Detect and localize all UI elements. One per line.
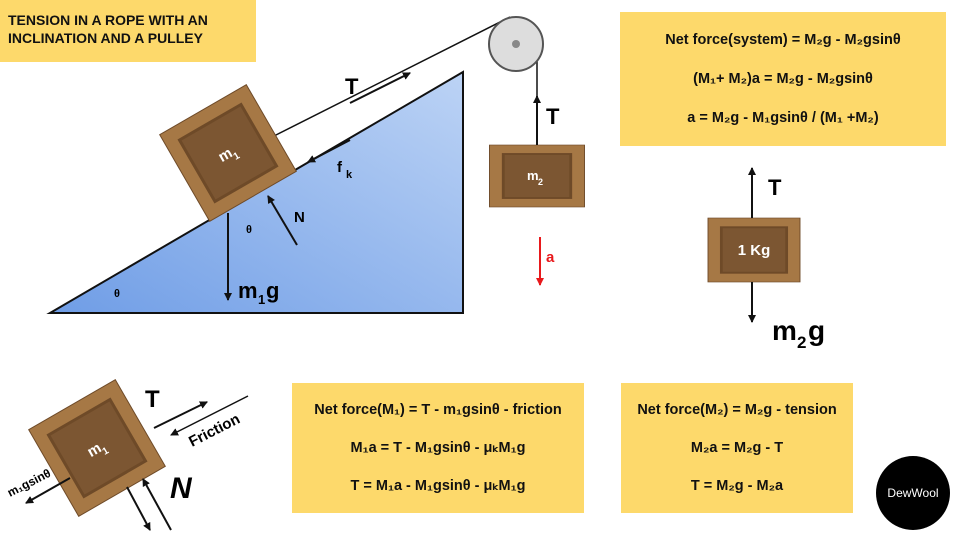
acceleration-label: a — [546, 249, 555, 266]
tension-label: T — [345, 74, 359, 99]
svg-text:2: 2 — [797, 333, 806, 352]
svg-text:1: 1 — [101, 445, 112, 458]
block-mass-label: 1 Kg — [738, 242, 771, 259]
m2-eq-2: M₂a = M₂g - T — [690, 440, 784, 456]
fb-normal-reaction-arrow — [126, 486, 151, 531]
fb-component-label: m₁gsinθ — [5, 466, 53, 500]
fb-component-arrow — [25, 477, 71, 504]
crate-free-body: m 1 — [28, 379, 166, 517]
rope-incline — [269, 16, 511, 139]
weight1-label: m — [238, 278, 258, 303]
tension-label-m2: T — [546, 104, 560, 129]
dewwool-logo: DewWool — [876, 456, 950, 530]
theta-label-incline: θ — [114, 288, 120, 300]
svg-text:k: k — [346, 169, 353, 181]
normal-label: N — [294, 209, 305, 226]
fb-tension-arrow — [153, 401, 208, 429]
svg-text:1: 1 — [258, 292, 265, 307]
tension-arrow — [349, 72, 411, 104]
title-line-1: TENSION IN A ROPE WITH AN — [8, 12, 208, 28]
svg-text:g: g — [266, 278, 279, 303]
weight2-label: m — [772, 315, 797, 346]
system-eq-3: a = M₂g - M₁gsinθ / (M₁ +M₂) — [687, 110, 879, 127]
svg-text:1: 1 — [232, 150, 243, 163]
system-equations-box: Net force(system) = M₂g - M₂gsinθ (M₁+ M… — [620, 12, 946, 146]
svg-text:2: 2 — [538, 177, 543, 187]
fb-tension-label: T — [145, 386, 160, 413]
pulley-axle — [512, 40, 520, 48]
tension-label-1kg: T — [768, 175, 782, 200]
m2-eq-1: Net force(M₂) = M₂g - tension — [637, 402, 837, 418]
system-eq-2: (M₁+ M₂)a = M₂g - M₂gsinθ — [693, 70, 873, 87]
friction-arrow — [307, 139, 351, 163]
m2-equations-box: Net force(M₂) = M₂g - tension M₂a = M₂g … — [621, 383, 853, 513]
fb-normal-arrow — [142, 478, 172, 531]
theta-label-block: θ — [246, 224, 252, 236]
m2-eq-3: T = M₂g - M₂a — [690, 478, 784, 494]
fb-normal-label: N — [170, 472, 193, 505]
title-box: TENSION IN A ROPE WITH AN INCLINATION AN… — [0, 0, 256, 62]
crate-m1: m 1 — [159, 84, 297, 222]
m1-eq-1: Net force(M₁) = T - m₁gsinθ - friction — [314, 402, 562, 418]
svg-text:g: g — [808, 315, 825, 346]
fb-friction-label: Friction — [186, 410, 243, 450]
title-line-2: INCLINATION AND A PULLEY — [8, 30, 203, 46]
fb-friction-arrow — [170, 395, 249, 436]
normal-arrow — [267, 195, 298, 246]
mass2-label: m — [527, 168, 539, 183]
system-eq-1: Net force(system) = M₂g - M₂gsinθ — [665, 31, 901, 48]
m1-eq-3: T = M₁a - M₁gsinθ - μₖM₁g — [350, 478, 526, 494]
friction-label: f — [337, 159, 343, 176]
m1-equations-box: Net force(M₁) = T - m₁gsinθ - friction M… — [292, 383, 584, 513]
m1-eq-2: M₁a = T - M₁gsinθ - μₖM₁g — [350, 440, 526, 456]
